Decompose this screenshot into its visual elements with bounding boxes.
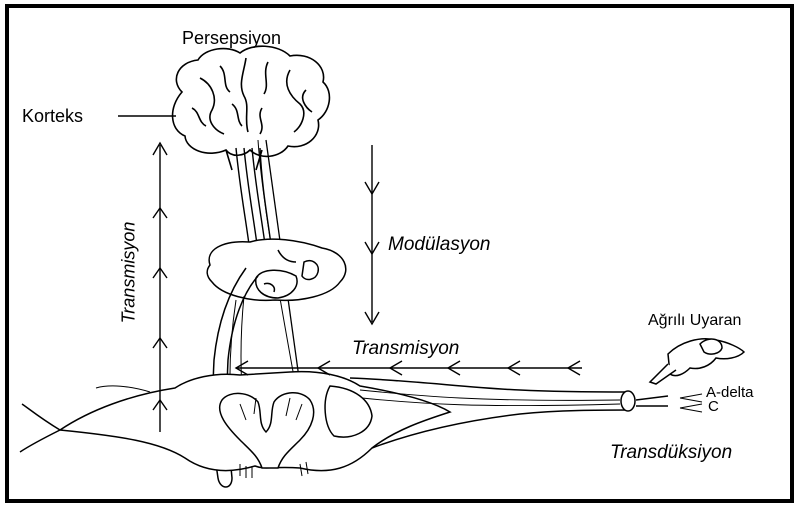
label-transmission-vertical: Transmisyon [118,222,139,324]
modulation-arrow [365,145,379,324]
ascending-transmission-arrow [153,143,167,432]
spinal-cord-illustration [20,372,450,478]
label-perception: Persepsiyon [182,28,281,49]
label-transmission-horizontal: Transmisyon [352,338,459,360]
label-cortex: Korteks [22,106,83,127]
label-stimulus: Ağrılı Uyaran [648,312,741,330]
brain-illustration [173,46,330,170]
label-fiber-c: C [708,398,719,415]
stimulus-hand-illustration [650,339,744,384]
label-modulation: Modülasyon [388,234,490,256]
medulla-illustration [207,239,346,300]
label-transduction: Transdüksiyon [610,442,732,464]
